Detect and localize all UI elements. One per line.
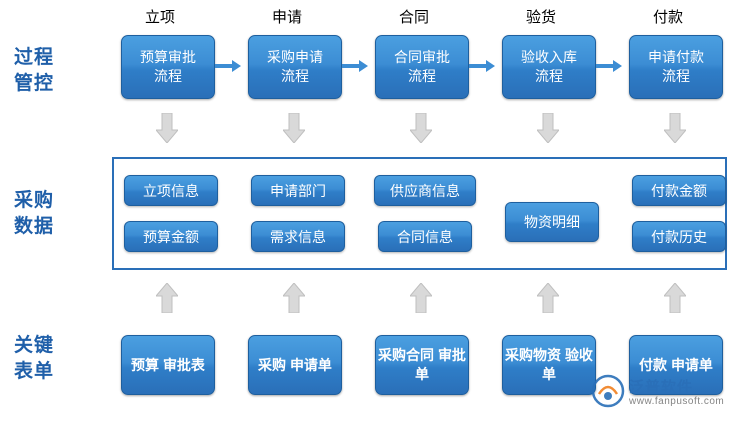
process-box-5-line2: 流程 (662, 68, 690, 84)
process-box-3[interactable]: 合同审批 流程 (375, 35, 469, 99)
form-box-5-line1: 付款 (639, 356, 668, 373)
row-label-process-line1: 过程 (14, 47, 55, 68)
flow-arrow-right-4 (596, 60, 622, 72)
down-arrow-5 (664, 113, 686, 143)
down-arrow-4 (537, 113, 559, 143)
process-box-4-line1: 验收入库 (521, 49, 577, 65)
data-box-material-detail[interactable]: 物资明细 (505, 202, 599, 242)
form-box-3-line1: 采购合同 (378, 347, 435, 363)
up-arrow-5 (664, 283, 686, 313)
logo-icon (591, 374, 625, 408)
row-label-process-line2: 管控 (14, 73, 55, 94)
data-box-payment-history[interactable]: 付款历史 (632, 221, 726, 252)
form-box-5-line2: 申请单 (670, 356, 713, 373)
row-label-data: 采购 数据 (14, 188, 54, 240)
form-box-2-line1: 采购 (258, 356, 287, 373)
row-label-form-line1: 关键 (14, 335, 55, 356)
flow-arrow-right-3 (469, 60, 495, 72)
row-label-data-line2: 数据 (14, 216, 55, 237)
watermark-subtitle: www.fanpusoft.com (629, 396, 725, 407)
form-box-4-line1: 采购物资 (505, 347, 562, 363)
down-arrow-3 (410, 113, 432, 143)
up-arrow-4 (537, 283, 559, 313)
data-box-contract-info[interactable]: 合同信息 (378, 221, 472, 252)
form-box-5[interactable]: 付款 申请单 (629, 335, 723, 395)
watermark: 泛普软件 www.fanpusoft.com (591, 372, 731, 418)
process-box-2-line2: 流程 (281, 68, 309, 84)
data-box-apply-dept[interactable]: 申请部门 (251, 175, 345, 206)
form-box-4[interactable]: 采购物资 验收单 (502, 335, 596, 395)
process-box-5[interactable]: 申请付款 流程 (629, 35, 723, 99)
form-box-2[interactable]: 采购 申请单 (248, 335, 342, 395)
data-box-payment-amount[interactable]: 付款金额 (632, 175, 726, 206)
form-box-1[interactable]: 预算 审批表 (121, 335, 215, 395)
row-label-data-line1: 采购 (14, 190, 55, 211)
form-box-2-line2: 申请单 (289, 356, 332, 373)
form-box-3-line2: 审批单 (415, 347, 466, 382)
row-label-form-line2: 表单 (14, 361, 55, 382)
process-box-3-line1: 合同审批 (394, 49, 450, 65)
data-box-budget-amount[interactable]: 预算金额 (124, 221, 218, 252)
process-box-5-line1: 申请付款 (648, 49, 704, 65)
column-header-3: 合同 (398, 9, 429, 26)
up-arrow-1 (156, 283, 178, 313)
process-box-4-line2: 流程 (535, 68, 563, 84)
process-box-4[interactable]: 验收入库 流程 (502, 35, 596, 99)
row-label-form: 关键 表单 (14, 333, 54, 385)
down-arrow-1 (156, 113, 178, 143)
form-box-3[interactable]: 采购合同 审批单 (375, 335, 469, 395)
process-box-1[interactable]: 预算审批 流程 (121, 35, 215, 99)
flow-arrow-right-2 (342, 60, 368, 72)
process-box-2-line1: 采购申请 (267, 49, 323, 65)
form-box-1-line1: 预算 (131, 356, 160, 373)
up-arrow-2 (283, 283, 305, 313)
data-box-item-info[interactable]: 立项信息 (124, 175, 218, 206)
column-header-1: 立项 (144, 9, 175, 26)
row-label-process: 过程 管控 (14, 45, 54, 97)
process-box-3-line2: 流程 (408, 68, 436, 84)
data-box-demand-info[interactable]: 需求信息 (251, 221, 345, 252)
process-box-1-line1: 预算审批 (140, 49, 196, 65)
column-header-4: 验货 (525, 9, 556, 26)
data-box-supplier-info[interactable]: 供应商信息 (374, 175, 476, 206)
watermark-title: 泛普软件 (629, 379, 694, 396)
flow-arrow-right-1 (215, 60, 241, 72)
column-header-5: 付款 (652, 9, 683, 26)
purchase-data-panel: 立项信息 申请部门 供应商信息 付款金额 预算金额 需求信息 合同信息 物资明细… (112, 157, 727, 270)
up-arrow-3 (410, 283, 432, 313)
process-box-2[interactable]: 采购申请 流程 (248, 35, 342, 99)
column-header-2: 申请 (271, 9, 302, 26)
process-box-1-line2: 流程 (154, 68, 182, 84)
down-arrow-2 (283, 113, 305, 143)
form-box-4-line2: 验收单 (542, 347, 593, 382)
form-box-1-line2: 审批表 (162, 356, 205, 373)
